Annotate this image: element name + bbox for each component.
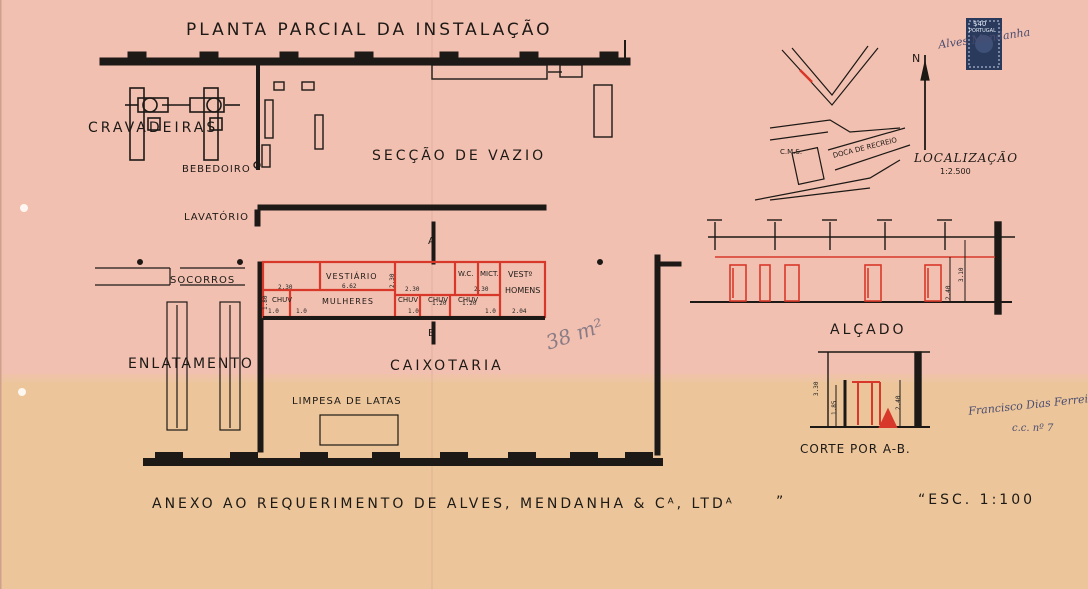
room-label-homens: HOMENS [505, 286, 541, 295]
dim-230-c: 2.30 [474, 286, 489, 293]
room-label-lavatorio: LAVATÓRIO [184, 212, 250, 223]
top-wall [99, 40, 631, 66]
dim-330: 3.30 [813, 381, 820, 396]
dim-vest-width: 6.62 [342, 283, 357, 290]
dim-120-a: 1.20 [432, 300, 447, 307]
room-label-chuv-3: CHUV [398, 296, 419, 304]
dim-310-a: 3.10 [958, 267, 965, 282]
room-label-chuv-4: CHUV [458, 296, 479, 304]
dim-10-d: 1.0 [485, 308, 496, 315]
section-title: CORTE POR A-B. [800, 442, 911, 456]
room-label-seccao-vazio: SECÇÃO DE VAZIO [372, 148, 547, 164]
elevation-title: ALÇADO [830, 322, 907, 338]
annex-quote: ” [776, 494, 786, 510]
room-label-bebedouro: BEBEDOIRO [182, 164, 251, 175]
stamp-country: PORTUGAL [969, 28, 996, 34]
elevation [690, 219, 1015, 315]
room-label-chuv-1: CHUV [272, 296, 293, 304]
location-cms: C.M.S. [780, 148, 803, 156]
dim-10-b: 1.0 [296, 308, 307, 315]
dim-240-b: 2.40 [895, 395, 902, 410]
signature-bottom-right-sub: c.c. nº 7 [1012, 423, 1054, 434]
vestiario-block [261, 260, 547, 319]
dim-vert-a: 1.80 [262, 295, 269, 310]
section-marker-a: A [428, 236, 436, 247]
dim-10-c: 1.0 [408, 308, 419, 315]
room-label-vestiario-homens: VESTº [508, 270, 533, 279]
dim-240-a: 2.40 [945, 285, 952, 300]
dim-185: 1.85 [831, 400, 838, 415]
drawing-title: PLANTA PARCIAL DA INSTALAÇÃO [186, 20, 553, 40]
north-arrow-label: N [912, 52, 922, 65]
cravadeira-machines [125, 87, 240, 161]
revenue-stamp [966, 18, 1002, 70]
room-label-wc: W.C. [458, 270, 474, 278]
room-label-enlatamento: ENLATAMENTO [128, 356, 254, 372]
section-ab [810, 351, 930, 428]
annex-text: ANEXO AO REQUERIMENTO DE ALVES, MENDANHA… [152, 496, 735, 512]
dim-204: 2.04 [512, 308, 527, 315]
dim-230-a: 2.30 [278, 284, 293, 291]
middle-walls [137, 204, 682, 456]
dim-10-a: 1.0 [268, 308, 279, 315]
room-label-chuv-2: CHUV [428, 296, 449, 304]
room-label-vestiario-mulheres: VESTIÁRIO [326, 272, 378, 281]
location-map [754, 45, 930, 201]
scale-label: “ESC. 1:100 [918, 492, 1036, 508]
room-label-mulheres: MULHERES [322, 297, 374, 306]
stamp-value: $40 [973, 20, 987, 28]
room-label-mict: MICT. [480, 270, 499, 278]
dim-vert-b: 2.30 [389, 273, 396, 288]
room-label-cravadeiras: CRAVADEIRAS [88, 120, 219, 136]
section-marker-b: B [428, 328, 436, 339]
location-scale: 1:2.500 [940, 167, 971, 176]
dim-120-b: 1.20 [462, 300, 477, 307]
location-title: LOCALIZAÇÃO [914, 151, 1019, 165]
dim-230-b: 2.30 [405, 286, 420, 293]
bottom-wall [143, 452, 663, 466]
room-label-socorros: SOCORROS [170, 275, 236, 286]
room-label-limpeza: LIMPESA DE LATAS [292, 396, 402, 407]
room-label-caixotaria: CAIXOTARIA [390, 358, 504, 374]
